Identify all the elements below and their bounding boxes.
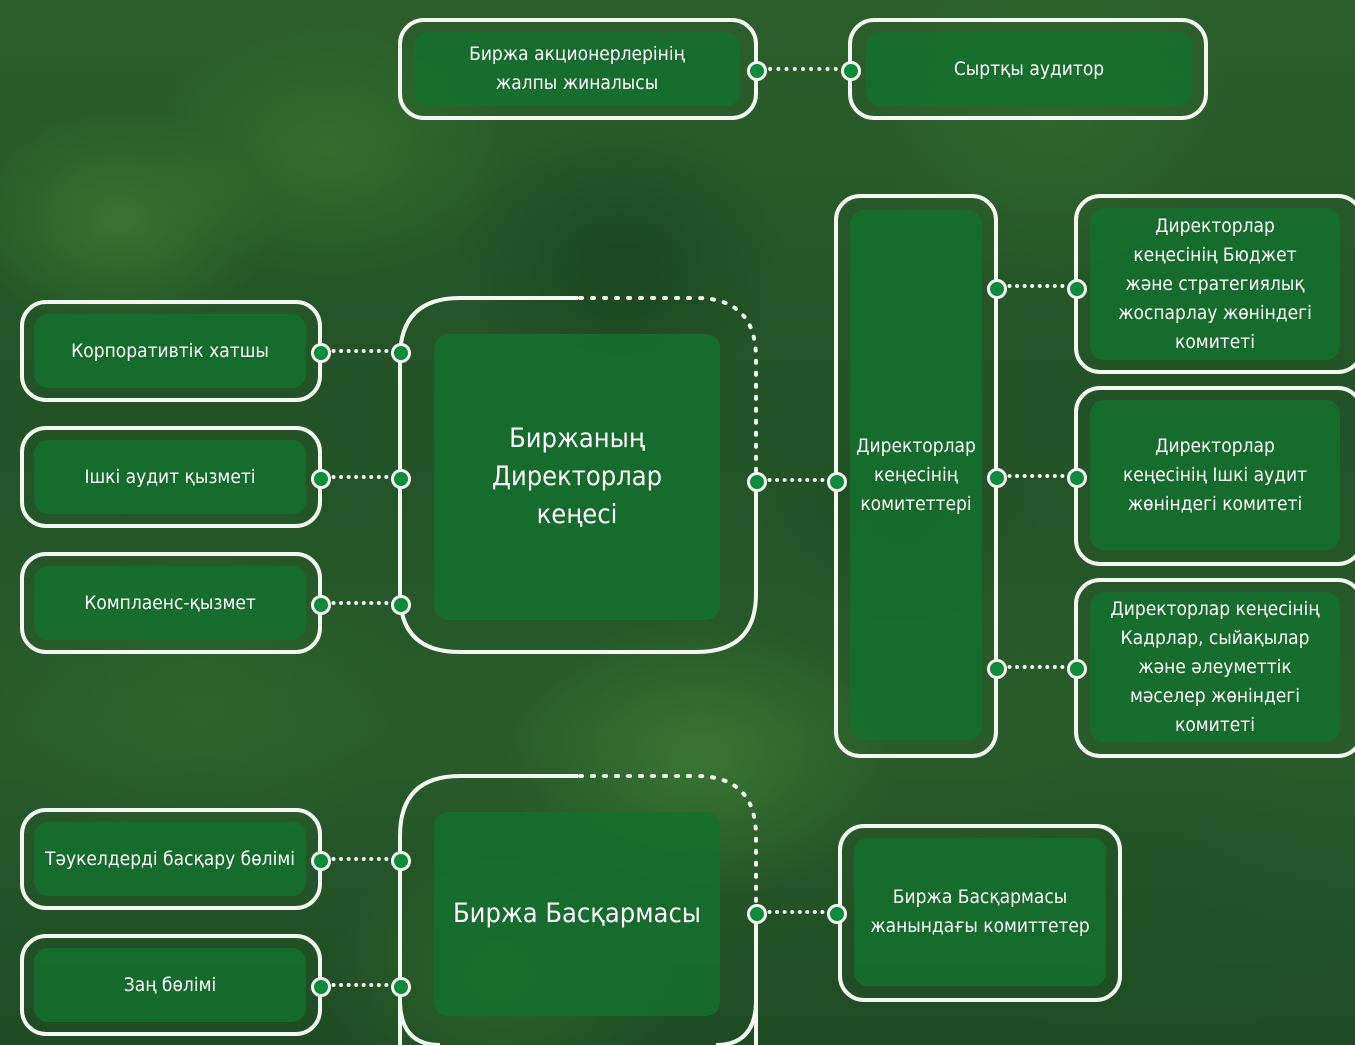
connector-node (827, 472, 847, 492)
connector-node (1067, 279, 1087, 299)
audit-committee-box: Директорлар кеңесінің Ішкі аудит жөнінде… (1090, 400, 1340, 550)
connector-node (311, 595, 331, 615)
connector-node (987, 468, 1007, 488)
management-board-box: Биржа Басқармасы (434, 812, 720, 1016)
board-outline-dotted (578, 296, 758, 480)
compliance-box: Комплаенс-қызмет (34, 566, 306, 640)
connector-node (841, 61, 861, 81)
connector-risk (324, 857, 396, 861)
external-auditor-box: Сыртқы аудитор (866, 32, 1192, 106)
connector-board-committees (760, 478, 832, 482)
internal-audit-box: Ішкі аудит қызметі (34, 440, 306, 514)
connector-node (987, 279, 1007, 299)
connector-management-committees (760, 910, 832, 914)
connector-audit (1000, 474, 1072, 478)
connector-node (987, 659, 1007, 679)
board-outline (398, 296, 758, 654)
budget-committee-box: Директорлар кеңесінің Бюджет және страте… (1090, 208, 1340, 360)
connector-node (311, 343, 331, 363)
management-outline (398, 774, 758, 1045)
connector-node (747, 61, 767, 81)
management-committees-box: Биржа Басқармасы жанындағы комиттетер (854, 838, 1106, 986)
shareholders-meeting-box: Биржа акционерлерінің жалпы жиналысы (414, 32, 740, 106)
connector-node (311, 469, 331, 489)
connector-compliance (324, 601, 396, 605)
connector-shareholders-auditor (760, 67, 846, 71)
risk-management-box: Тәукелдерді басқару бөлімі (34, 822, 306, 896)
connector-secretary (324, 349, 396, 353)
board-committees-box: Директорлар кеңесінің комитеттері (850, 210, 982, 740)
management-outline-dotted (578, 774, 758, 912)
connector-node (1067, 659, 1087, 679)
connector-legal (324, 983, 396, 987)
connector-node (391, 469, 411, 489)
connector-node (311, 977, 331, 997)
connector-hr (1000, 665, 1072, 669)
corporate-secretary-box: Корпоративтік хатшы (34, 314, 306, 388)
connector-node (391, 343, 411, 363)
connector-node (747, 472, 767, 492)
board-of-directors-box: Биржаның Директорлар кеңесі (434, 334, 720, 620)
connector-internal-audit (324, 475, 396, 479)
connector-node (827, 904, 847, 924)
connector-node (1067, 468, 1087, 488)
connector-budget (1000, 284, 1072, 288)
connector-node (391, 851, 411, 871)
connector-node (391, 977, 411, 997)
connector-node (747, 904, 767, 924)
hr-committee-box: Директорлар кеңесінің Кадрлар, сыйақылар… (1090, 592, 1340, 742)
connector-node (311, 851, 331, 871)
connector-node (391, 595, 411, 615)
legal-department-box: Заң бөлімі (34, 948, 306, 1022)
